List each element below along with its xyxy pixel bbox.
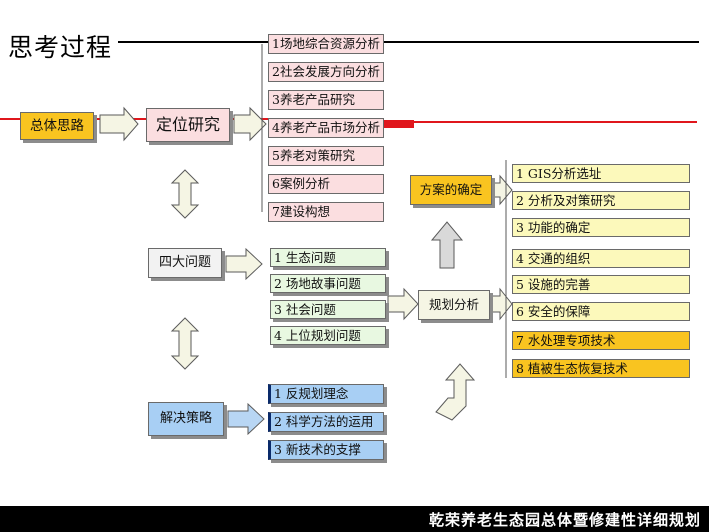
bent-arrow-strategy-to-analysis <box>435 363 476 421</box>
analysis-item: 8 植被生态恢复技术 <box>512 359 690 378</box>
arrow-strategy-to-list <box>227 402 265 436</box>
positioning-item: 6案例分析 <box>268 174 384 194</box>
hub-scheme-label: 方案的确定 <box>419 182 483 197</box>
arrow-positioning-to-list <box>233 106 267 142</box>
red-rule-right <box>414 121 697 123</box>
arrow-analysis-to-items <box>489 287 513 321</box>
question-item: 4 上位规划问题 <box>270 326 386 345</box>
positioning-item: 7建设构想 <box>268 202 384 222</box>
arrow-overall-to-positioning <box>99 106 139 142</box>
question-item: 3 社会问题 <box>270 300 386 319</box>
footer-text: 乾荣养老生态园总体暨修建性详细规划 <box>428 511 701 529</box>
analysis-item: 7 水处理专项技术 <box>512 331 690 350</box>
analysis-item: 6 安全的保障 <box>512 302 690 321</box>
strategy-item: 2 科学方法的运用 <box>268 412 384 432</box>
strategy-item: 3 新技术的支撑 <box>268 440 384 460</box>
hub-solution-label: 解决策略 <box>159 411 212 426</box>
positioning-item: 5养老对策研究 <box>268 146 384 166</box>
analysis-item: 1 GIS分析选址 <box>512 164 690 183</box>
hub-overall-label: 总体思路 <box>30 118 84 134</box>
arrow-questions-to-list <box>225 247 263 281</box>
hub-overall-approach: 总体思路 <box>20 112 94 140</box>
arrow-analysis-to-scheme <box>430 221 464 269</box>
slide-title: 思考过程 <box>8 33 113 62</box>
hub-positioning-label: 定位研究 <box>155 115 220 134</box>
footer-bar: 乾荣养老生态园总体暨修建性详细规划 <box>0 506 709 532</box>
positioning-item: 2社会发展方向分析 <box>268 62 384 82</box>
hub-scheme-determination: 方案的确定 <box>410 175 492 205</box>
double-arrow-lower <box>170 317 200 370</box>
hub-solution-strategy: 解决策略 <box>148 402 224 436</box>
red-rule-block <box>384 120 414 128</box>
hub-four-questions: 四大问题 <box>148 248 222 278</box>
analysis-item: 5 设施的完善 <box>512 275 690 294</box>
strategy-item: 1 反规划理念 <box>268 384 384 404</box>
arrow-list-to-analysis <box>387 287 419 321</box>
double-arrow-upper <box>170 169 200 219</box>
question-item: 1 生态问题 <box>270 248 386 267</box>
positioning-item: 1场地综合资源分析 <box>268 34 384 54</box>
positioning-item: 3养老产品研究 <box>268 90 384 110</box>
positioning-item: 4养老产品市场分析 <box>268 118 384 138</box>
hub-planning-analysis-label: 规划分析 <box>428 297 479 312</box>
analysis-item: 3 功能的确定 <box>512 218 690 237</box>
hub-four-questions-label: 四大问题 <box>158 255 211 270</box>
analysis-item: 4 交通的组织 <box>512 249 690 268</box>
arrow-scheme-to-items <box>493 174 513 206</box>
analysis-item: 2 分析及对策研究 <box>512 191 690 210</box>
question-item: 2 场地故事问题 <box>270 274 386 293</box>
hub-planning-analysis: 规划分析 <box>418 290 490 320</box>
hub-positioning-study: 定位研究 <box>146 108 230 142</box>
